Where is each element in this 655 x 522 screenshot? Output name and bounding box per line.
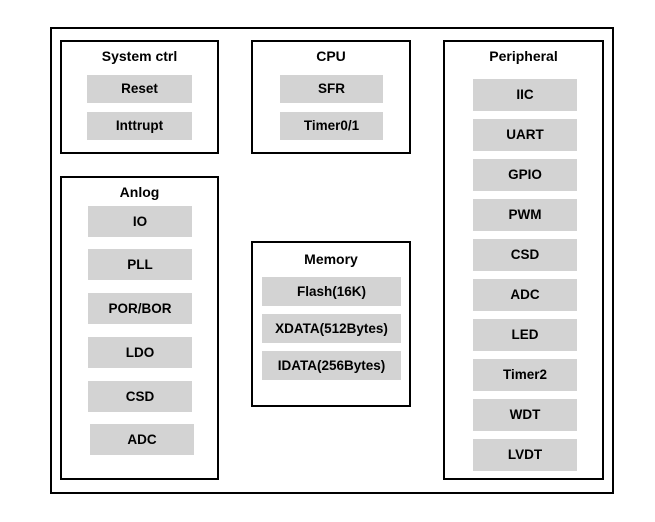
interrupt-block: Inttrupt [87, 112, 192, 140]
analog-title: Anlog [119, 184, 160, 200]
reset-block: Reset [87, 75, 192, 103]
chip-block-diagram [50, 27, 614, 494]
csd-block: CSD [473, 239, 577, 271]
adc-block: ADC [473, 279, 577, 311]
peripheral-title: Peripheral [489, 48, 558, 64]
analog-adc-block: ADC [90, 424, 194, 455]
cpu-title: CPU [316, 48, 346, 64]
memory-group: Memory Flash(16K) XDATA(512Bytes) IDATA(… [251, 241, 411, 407]
peripheral-group: Peripheral IIC UART GPIO PWM CSD ADC LED… [443, 40, 604, 480]
pwm-block: PWM [473, 199, 577, 231]
system-ctrl-group: System ctrl Reset Inttrupt [60, 40, 219, 154]
idata-block: IDATA(256Bytes) [262, 351, 401, 380]
memory-title: Memory [304, 251, 358, 267]
timer2-block: Timer2 [473, 359, 577, 391]
sfr-block: SFR [280, 75, 383, 103]
analog-group: Anlog IO PLL POR/BOR LDO CSD ADC [60, 176, 219, 480]
iic-block: IIC [473, 79, 577, 111]
lvdt-block: LVDT [473, 439, 577, 471]
system-ctrl-title: System ctrl [101, 48, 178, 64]
io-block: IO [88, 206, 192, 237]
uart-block: UART [473, 119, 577, 151]
gpio-block: GPIO [473, 159, 577, 191]
flash-block: Flash(16K) [262, 277, 401, 306]
cpu-group: CPU SFR Timer0/1 [251, 40, 411, 154]
timer01-block: Timer0/1 [280, 112, 383, 140]
wdt-block: WDT [473, 399, 577, 431]
xdata-block: XDATA(512Bytes) [262, 314, 401, 343]
pll-block: PLL [88, 249, 192, 280]
led-block: LED [473, 319, 577, 351]
analog-csd-block: CSD [88, 381, 192, 412]
por-bor-block: POR/BOR [88, 293, 192, 324]
ldo-block: LDO [88, 337, 192, 368]
